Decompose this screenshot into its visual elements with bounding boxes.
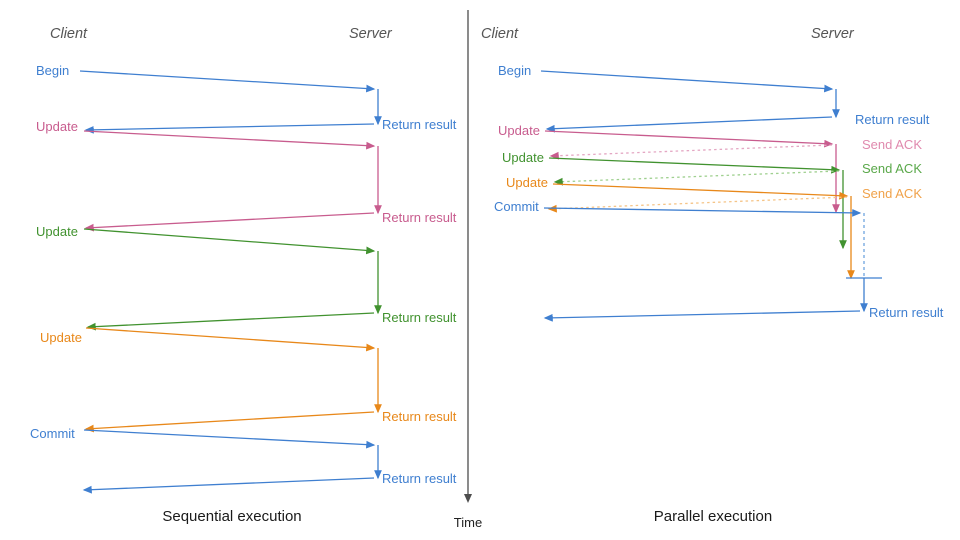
par-label-update-1: Update [498, 123, 540, 138]
par-msg-update-3: Update [506, 175, 855, 280]
seq-msg-return-4: Return result [84, 409, 457, 433]
par-commit-join [846, 277, 882, 313]
par-msg-ack-3: Send ACK [547, 186, 922, 213]
seq-msg-commit: Commit [30, 426, 382, 480]
par-msg-ack-2: Send ACK [553, 161, 922, 186]
par-msg-update-2: Update [502, 150, 847, 250]
seq-msg-begin: Begin [36, 63, 382, 126]
par-label-ack-2: Send ACK [862, 161, 922, 176]
seq-msg-update-1: Update [36, 119, 382, 215]
par-msg-return-1: Return result [545, 112, 930, 133]
parallel-caption: Parallel execution [654, 508, 772, 525]
seq-label-begin: Begin [36, 63, 69, 78]
par-msg-commit: Commit [494, 199, 865, 278]
seq-label-update-1: Update [36, 119, 78, 134]
seq-msg-return-5: Return result [82, 471, 457, 494]
time-axis-label: Time [454, 515, 482, 530]
parallel-client-header: Client [481, 26, 519, 42]
par-label-update-3: Update [506, 175, 548, 190]
seq-label-return-3: Return result [382, 310, 457, 325]
par-msg-begin: Begin [498, 63, 840, 119]
seq-msg-return-1: Return result [84, 117, 457, 134]
sequential-server-header: Server [349, 26, 393, 42]
seq-label-return-2: Return result [382, 210, 457, 225]
par-label-commit: Commit [494, 199, 539, 214]
seq-msg-update-2: Update [36, 224, 382, 315]
sequential-client-header: Client [50, 26, 88, 42]
seq-label-update-2: Update [36, 224, 78, 239]
seq-msg-return-2: Return result [84, 210, 457, 232]
par-label-return-1: Return result [855, 112, 930, 127]
par-label-ack-3: Send ACK [862, 186, 922, 201]
seq-label-return-4: Return result [382, 409, 457, 424]
par-msg-ack-1: Send ACK [549, 137, 922, 160]
seq-label-commit: Commit [30, 426, 75, 441]
par-msg-update-1: Update [498, 123, 840, 214]
par-msg-return-2: Return result [543, 305, 944, 322]
panel-sequential: Client Server Begin Return result Update [30, 26, 457, 525]
panel-parallel: Client Server Begin Return result Update [481, 26, 944, 525]
seq-msg-update-3: Update [40, 327, 382, 414]
par-label-update-2: Update [502, 150, 544, 165]
seq-label-update-3: Update [40, 330, 82, 345]
seq-label-return-1: Return result [382, 117, 457, 132]
sequential-caption: Sequential execution [162, 508, 301, 525]
panel-divider [464, 10, 472, 503]
par-label-return-2: Return result [869, 305, 944, 320]
seq-msg-return-3: Return result [86, 310, 457, 331]
par-label-begin: Begin [498, 63, 531, 78]
seq-label-return-5: Return result [382, 471, 457, 486]
par-label-ack-1: Send ACK [862, 137, 922, 152]
parallel-server-header: Server [811, 26, 855, 42]
